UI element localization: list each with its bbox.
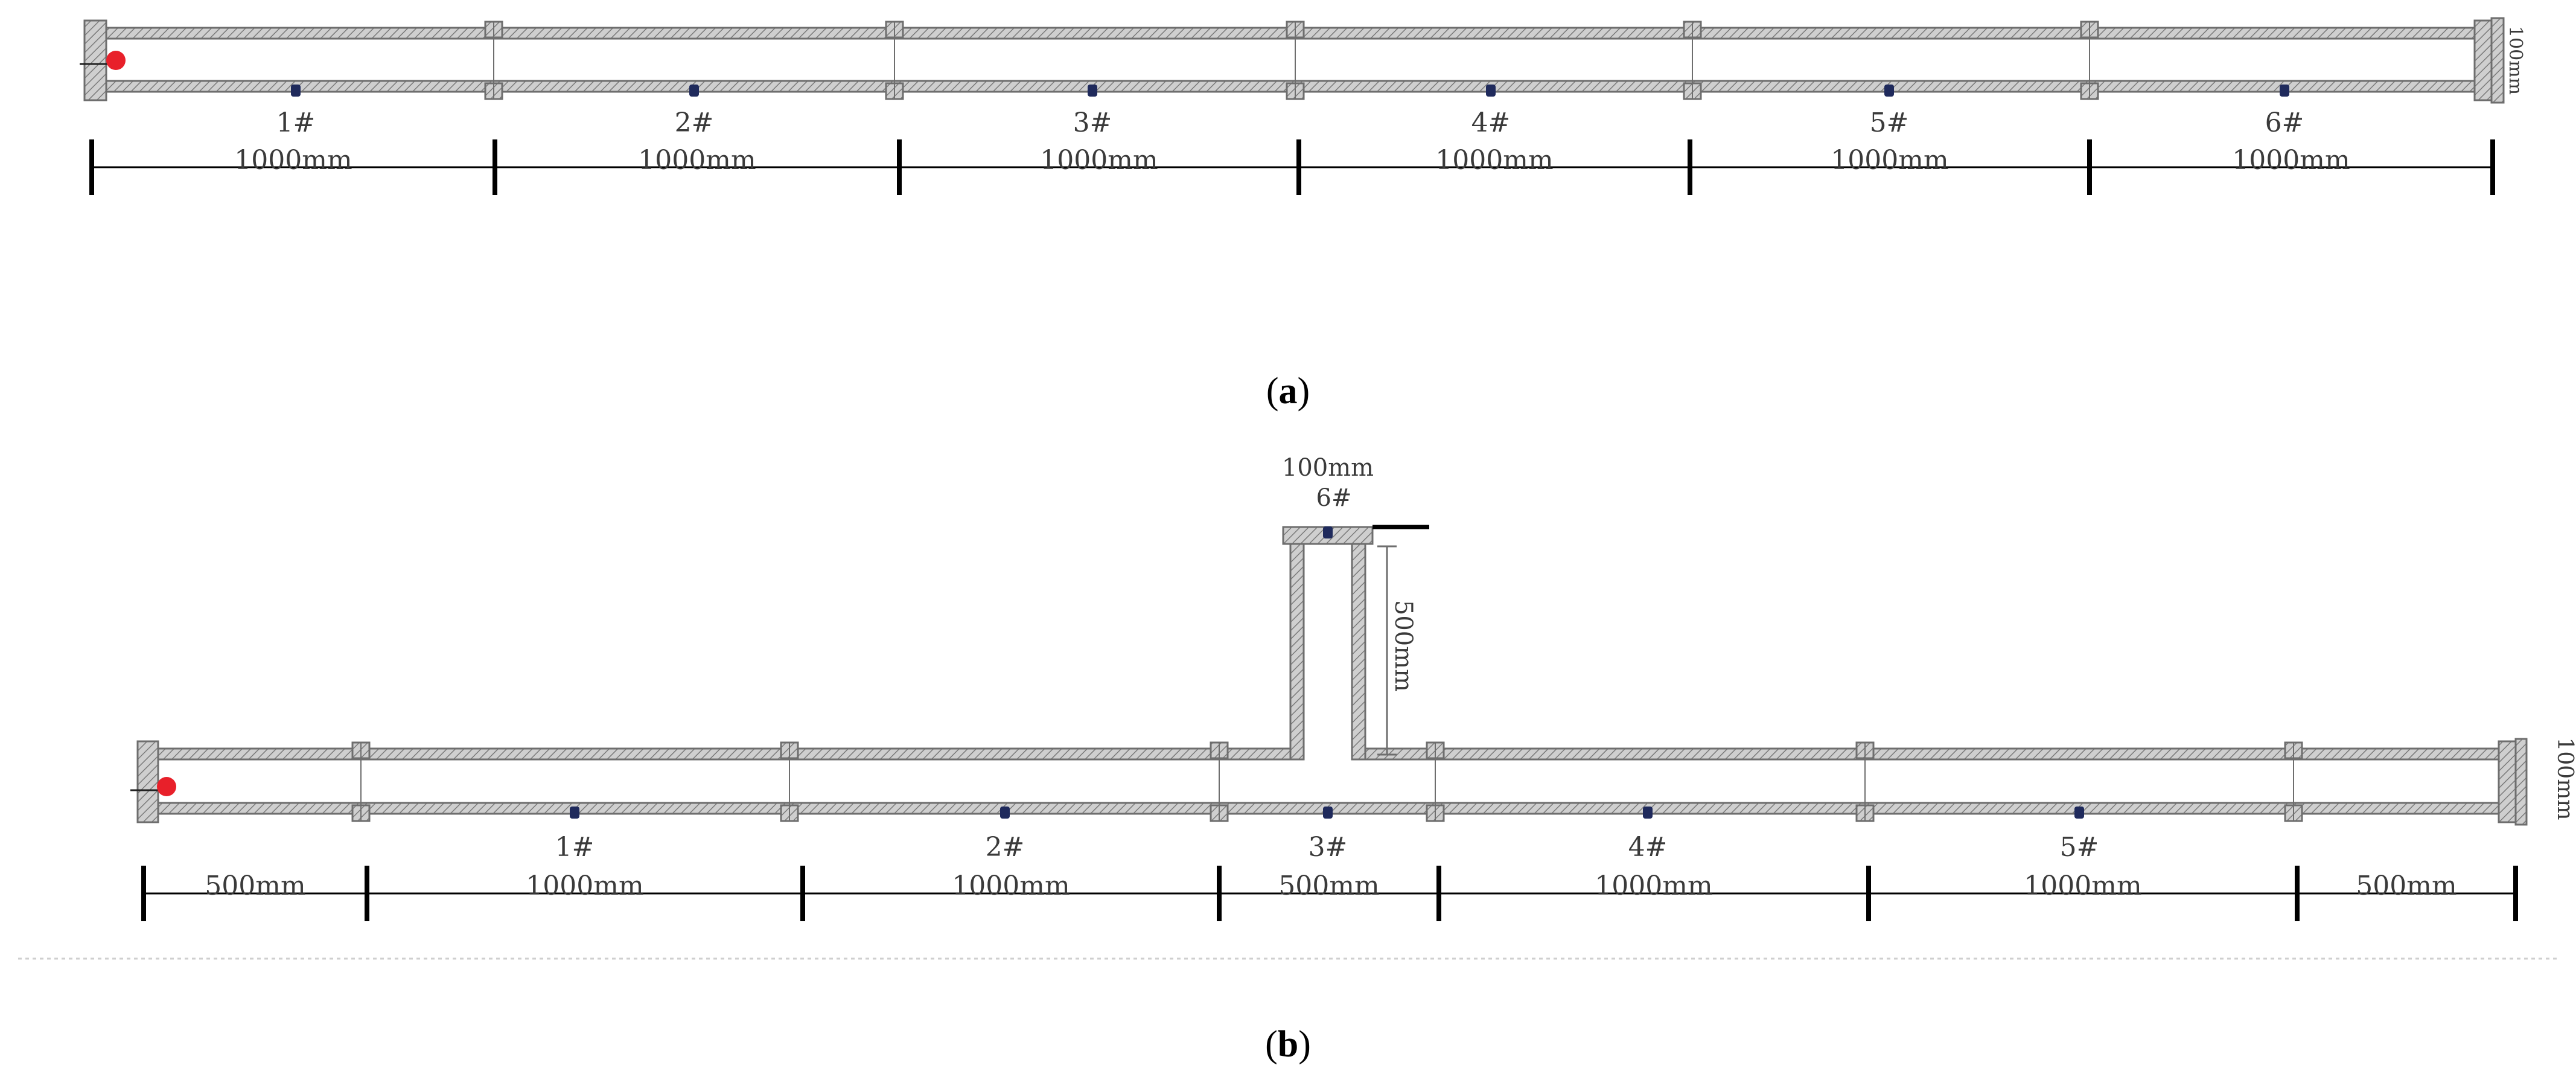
panel-b-sensor-4 xyxy=(1643,807,1653,819)
panel-a-sensor-5 xyxy=(1884,85,1894,97)
panel-b-sensor-label-1: 1# xyxy=(555,832,595,863)
panel-a-sensor-label-2: 2# xyxy=(675,107,714,138)
panel-b-flange-4 xyxy=(1426,741,1445,822)
panel-b-ignition-point xyxy=(157,777,176,796)
panel-a-caption: (a) xyxy=(1266,371,1310,412)
panel-a-sensor-6 xyxy=(2280,85,2289,97)
panel-b-sensor-1 xyxy=(570,807,579,819)
panel-a-sensor-label-3: 3# xyxy=(1073,107,1112,138)
panel-b-flange-2 xyxy=(780,741,799,822)
panel-a-segment-label-4: 1000mm xyxy=(1435,145,1553,176)
panel-b-branch-left-wall xyxy=(1289,542,1305,761)
panel-b-branch-sensor-label: 6# xyxy=(1316,484,1352,512)
panel-b-pipe xyxy=(130,525,2528,826)
panel-a-pipe xyxy=(80,17,2505,104)
panel-a-sensor-label-4: 4# xyxy=(1471,107,1511,138)
panel-b-branch-sensor xyxy=(1323,526,1333,538)
panel-b-left-end-cap xyxy=(136,740,159,823)
panel-b-sensor-label-4: 4# xyxy=(1628,832,1668,863)
panel-a-segment-label-2: 1000mm xyxy=(638,145,756,176)
panel-b-segment-label-4: 500mm xyxy=(1278,871,1379,901)
panel-a-sensor-3 xyxy=(1088,85,1097,97)
panel-b-flange-6 xyxy=(2284,741,2303,822)
panel-b-right-end-cap xyxy=(2498,740,2518,823)
panel-b-segment-label-6: 1000mm xyxy=(2024,871,2141,901)
panel-b-segment-label-1: 500mm xyxy=(205,871,305,901)
panel-b-right-plate xyxy=(2514,738,2528,826)
panel-b-top-wall-right xyxy=(1364,747,2512,761)
panel-a-segment-label-3: 1000mm xyxy=(1040,145,1158,176)
panel-a-flange-5 xyxy=(2080,21,2099,100)
panel-a-segment-label-1: 1000mm xyxy=(234,145,352,176)
panel-b-segment-label-2: 1000mm xyxy=(526,871,643,901)
panel-b-sensor-label-3: 3# xyxy=(1309,832,1348,863)
panel-b-flange-3 xyxy=(1210,741,1229,822)
panel-a-sensor-2 xyxy=(689,85,699,97)
panel-a-flange-1 xyxy=(484,21,503,100)
panel-b-flange-1 xyxy=(351,741,371,822)
panel-b-branch-right-wall xyxy=(1351,542,1366,761)
panel-a-sensor-label-5: 5# xyxy=(1870,107,1909,138)
panel-b-sensor-label-5: 5# xyxy=(2060,832,2099,863)
panel-a-flange-3 xyxy=(1286,21,1305,100)
panel-a-sensors: 1# 2# 3# 4# 5# 6# xyxy=(276,85,2304,138)
panel-b-top-wall-left xyxy=(142,747,1292,761)
panel-a-flange-2 xyxy=(885,21,904,100)
panel-a-height-label: 100mm xyxy=(2505,26,2526,95)
panel-a-sensor-4 xyxy=(1486,85,1496,97)
panel-b-sensor-5 xyxy=(2074,807,2084,819)
panel-a-segment-label-6: 1000mm xyxy=(2232,145,2350,176)
panel-b-branch-length-label: 500mm xyxy=(1389,600,1417,692)
panel-b-dimensions: 500mm 1000mm 1000mm 500mm 1000mm 1000mm 500mm xyxy=(141,866,2518,921)
panel-b-sensor-2 xyxy=(1000,807,1010,819)
panel-a-ignition-point xyxy=(106,51,126,70)
panel-a-right-end-cap xyxy=(2473,19,2494,101)
panel-a-flange-4 xyxy=(1683,21,1702,100)
panel-b-branch-width-label: 100mm xyxy=(1282,454,1374,482)
panel-b-segment-label-3: 1000mm xyxy=(952,871,1070,901)
panel-b-caption: (b) xyxy=(1265,1024,1311,1065)
panel-a-right-plate xyxy=(2490,17,2505,104)
panel-b-segment-label-7: 500mm xyxy=(2356,871,2456,901)
panel-b-branched-duct: 1# 2# 3# 4# 5# 500mm 1000mm 1000mm 500mm 1000mm 1… xyxy=(18,454,2576,1065)
panel-b-sensor-label-2: 2# xyxy=(986,832,1025,863)
panel-b-flange-5 xyxy=(1855,741,1875,822)
panel-b-segment-label-5: 1000mm xyxy=(1595,871,1712,901)
panel-b-sensors: 1# 2# 3# 4# 5# xyxy=(555,526,2099,863)
panel-b-sensor-3 xyxy=(1323,807,1333,819)
panel-a-sensor-label-1: 1# xyxy=(276,107,316,138)
panel-b-height-label: 100mm xyxy=(2552,738,2576,820)
panel-a-segment-label-5: 1000mm xyxy=(1831,145,1948,176)
panel-a-dimensions: 1000mm 1000mm 1000mm 1000mm 1000mm 1000mm xyxy=(89,139,2495,195)
panel-a-sensor-1 xyxy=(291,85,301,97)
panel-a-left-end-cap xyxy=(83,19,107,101)
panel-a-sensor-label-6: 6# xyxy=(2265,107,2304,138)
